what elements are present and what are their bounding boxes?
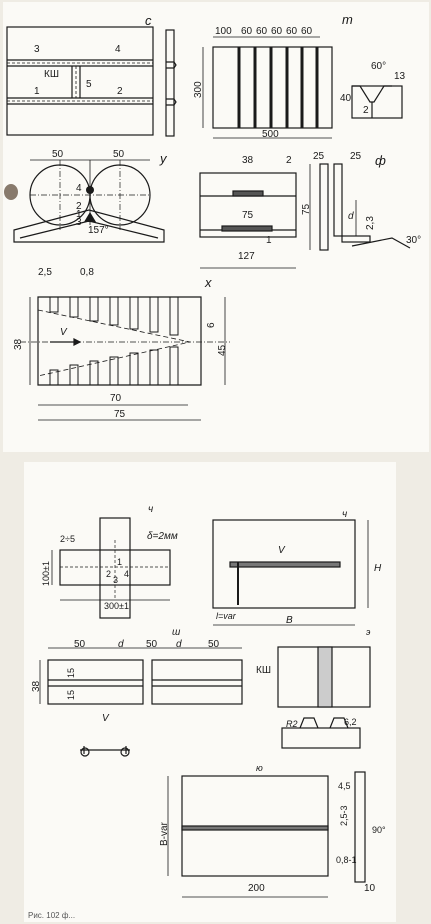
dim-70: 70 bbox=[110, 393, 122, 404]
dim-25b: 25 bbox=[350, 151, 362, 162]
dim-38: 38 bbox=[242, 155, 254, 166]
joint-40: 40 bbox=[340, 93, 352, 104]
dim-sh-50b: 50 bbox=[146, 639, 158, 650]
radius-r2: R2 bbox=[286, 719, 298, 729]
dim-50a: 50 bbox=[52, 149, 64, 160]
stain bbox=[4, 184, 18, 200]
dim-100: 100 bbox=[215, 26, 232, 37]
dim-10: 10 bbox=[364, 883, 376, 894]
velocity-v-sh: V bbox=[102, 713, 109, 724]
dim-sh-38: 38 bbox=[31, 680, 42, 692]
fig-ch2-label: ч bbox=[342, 509, 348, 520]
tag-e: э bbox=[366, 627, 371, 637]
dim-300pm1: 300±1 bbox=[104, 601, 129, 611]
dim-25-3: 2,5-3 bbox=[339, 805, 349, 826]
dim-75: 75 bbox=[242, 210, 254, 221]
dim-62: 6,2 bbox=[344, 717, 357, 727]
part-u-1: 1 bbox=[76, 209, 82, 220]
angle-90: 90° bbox=[372, 825, 386, 835]
dim-45-yu: 4,5 bbox=[338, 781, 351, 791]
part-2: 2 bbox=[117, 86, 123, 97]
dim-l-var: l=var bbox=[216, 611, 236, 621]
part-u-4: 4 bbox=[76, 183, 82, 194]
part-u-2: 2 bbox=[76, 201, 82, 212]
fig-ch-label: ч bbox=[148, 504, 154, 515]
fig-yu-label: ю bbox=[256, 763, 263, 773]
dim-127: 127 bbox=[238, 251, 255, 262]
velocity-v-ch: V bbox=[278, 545, 285, 556]
joint-angle: 60° bbox=[371, 61, 387, 72]
part-3: 3 bbox=[34, 44, 40, 55]
dim-sh-15b: 15 bbox=[66, 689, 76, 700]
fig-x-label: х bbox=[205, 275, 212, 290]
fig-f-label: ф bbox=[375, 153, 386, 168]
dim-sh-50a: 50 bbox=[74, 639, 86, 650]
dim-60c: 60 bbox=[271, 26, 283, 37]
dim-b: B bbox=[286, 615, 293, 626]
fig-sh-label: ш bbox=[172, 627, 181, 638]
dim-60a: 60 bbox=[241, 26, 253, 37]
dim-d: d bbox=[348, 211, 354, 222]
dim-25: 2,5 bbox=[38, 267, 52, 278]
dim-500: 500 bbox=[262, 129, 279, 140]
figure-caption: Рис. 102 ф... bbox=[28, 911, 76, 920]
part-u2-2: 2 bbox=[286, 155, 292, 166]
dim-60b: 60 bbox=[256, 26, 268, 37]
dim-23: 2,3 bbox=[365, 216, 376, 230]
dim-08: 0,8 bbox=[80, 267, 94, 278]
part-2-5: 2÷5 bbox=[60, 534, 75, 544]
part-ch-1: 1 bbox=[117, 557, 123, 567]
weld-ksh: КШ bbox=[44, 69, 59, 80]
part-1: 1 bbox=[34, 86, 40, 97]
joint-gap: 2 bbox=[363, 105, 369, 116]
weld-ksh-e: КШ bbox=[256, 665, 271, 676]
part-u-3: 3 bbox=[76, 217, 82, 228]
part-u2-1: 1 bbox=[266, 235, 272, 246]
upper-sheet bbox=[3, 2, 429, 452]
dim-60d: 60 bbox=[286, 26, 298, 37]
dim-b-var: B-var bbox=[159, 822, 170, 846]
dim-100pm1: 100±1 bbox=[41, 561, 51, 586]
dim-sh-50c: 50 bbox=[208, 639, 220, 650]
lower-sheet bbox=[24, 462, 396, 922]
joint-13: 13 bbox=[394, 71, 406, 82]
angle-30: 30° bbox=[406, 235, 422, 246]
dim-38-x: 38 bbox=[13, 338, 24, 350]
dim-200: 200 bbox=[248, 883, 265, 894]
dim-sh-d1: d bbox=[118, 639, 124, 650]
dim-h: Н bbox=[374, 563, 382, 574]
fig-c-label: с bbox=[145, 13, 152, 28]
part-ch-4: 4 bbox=[124, 569, 130, 579]
dim-08-1: 0,8-1 bbox=[336, 855, 357, 865]
dim-45: 45 bbox=[217, 344, 228, 356]
velocity-v: V bbox=[60, 327, 67, 338]
part-ch-3: 3 bbox=[113, 575, 119, 585]
dim-sh-d2: d bbox=[176, 639, 182, 650]
dim-50b: 50 bbox=[113, 149, 125, 160]
part-4: 4 bbox=[115, 44, 121, 55]
delta-2mm: δ=2мм bbox=[147, 531, 178, 542]
dim-60e: 60 bbox=[301, 26, 313, 37]
dim-75-x: 75 bbox=[114, 409, 126, 420]
dim-6: 6 bbox=[206, 322, 217, 328]
fig-t-label: т bbox=[342, 12, 353, 27]
dim-sh-15a: 15 bbox=[66, 667, 76, 678]
part-5: 5 bbox=[86, 79, 92, 90]
fig-u-label: у bbox=[160, 151, 167, 166]
dim-25a: 25 bbox=[313, 151, 325, 162]
angle-157: 157° bbox=[88, 225, 109, 236]
dim-75-f: 75 bbox=[301, 203, 312, 215]
part-ch-2: 2 bbox=[106, 569, 112, 579]
dim-300: 300 bbox=[193, 81, 204, 98]
